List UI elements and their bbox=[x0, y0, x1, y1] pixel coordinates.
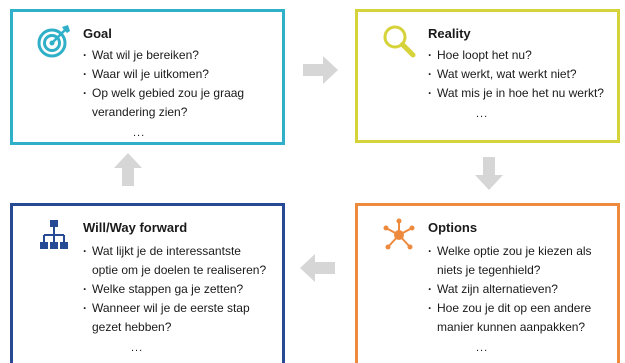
will-title: Will/Way forward bbox=[83, 220, 188, 235]
goal-list: Wat wil je bereiken? Waar wil je uitkome… bbox=[83, 46, 244, 143]
goal-item: Wat wil je bereiken? bbox=[83, 46, 244, 65]
will-box: Will/Way forward Wat lijkt je de interes… bbox=[10, 203, 285, 363]
arrow-down-icon bbox=[475, 157, 503, 190]
options-list: Welke optie zou je kiezen als niets je t… bbox=[428, 242, 592, 358]
goal-ellipsis: ... bbox=[133, 127, 146, 139]
will-item: Welke stappen ga je zetten? bbox=[83, 280, 266, 299]
options-item-continuation: niets je tegenhield? bbox=[437, 263, 541, 277]
network-icon bbox=[383, 218, 415, 250]
goal-box: Goal Wat wil je bereiken? Waar wil je ui… bbox=[10, 9, 285, 145]
goal-item: Op welk gebied zou je graag bbox=[83, 84, 244, 103]
will-item-continuation: optie om je doelen te realiseren? bbox=[92, 263, 267, 277]
options-item: Welke optie zou je kiezen als bbox=[428, 242, 592, 261]
options-item-continuation: manier kunnen aanpakken? bbox=[437, 320, 586, 334]
will-item-continuation: gezet hebben? bbox=[92, 320, 172, 334]
reality-title: Reality bbox=[428, 26, 471, 41]
reality-item: Wat mis je in hoe het nu werkt? bbox=[428, 84, 604, 103]
arrow-up-icon bbox=[114, 153, 142, 186]
options-title: Options bbox=[428, 220, 478, 235]
reality-item: Wat werkt, wat werkt niet? bbox=[428, 65, 604, 84]
will-list: Wat lijkt je de interessantste optie om … bbox=[83, 242, 266, 358]
options-item: Hoe zou je dit op een andere bbox=[428, 299, 592, 318]
goal-title: Goal bbox=[83, 26, 112, 41]
options-ellipsis: ... bbox=[476, 342, 489, 354]
reality-list: Hoe loopt het nu? Wat werkt, wat werkt n… bbox=[428, 46, 604, 124]
options-item: Wat zijn alternatieven? bbox=[428, 280, 592, 299]
goal-item-continuation: verandering zien? bbox=[92, 105, 188, 119]
goal-item: Waar wil je uitkomen? bbox=[83, 65, 244, 84]
will-item: Wat lijkt je de interessantste bbox=[83, 242, 266, 261]
will-item: Wanneer wil je de eerste stap bbox=[83, 299, 266, 318]
magnifier-icon bbox=[383, 25, 416, 58]
options-box: Options Welke optie zou je kiezen als ni… bbox=[355, 203, 620, 363]
reality-item: Hoe loopt het nu? bbox=[428, 46, 604, 65]
flowchart-icon bbox=[40, 220, 68, 249]
reality-box: Reality Hoe loopt het nu? Wat werkt, wat… bbox=[355, 9, 620, 143]
target-icon bbox=[37, 25, 70, 58]
arrow-right-icon bbox=[303, 56, 338, 84]
reality-ellipsis: ... bbox=[476, 108, 489, 120]
arrow-left-icon bbox=[300, 254, 335, 282]
will-ellipsis: ... bbox=[131, 342, 144, 354]
